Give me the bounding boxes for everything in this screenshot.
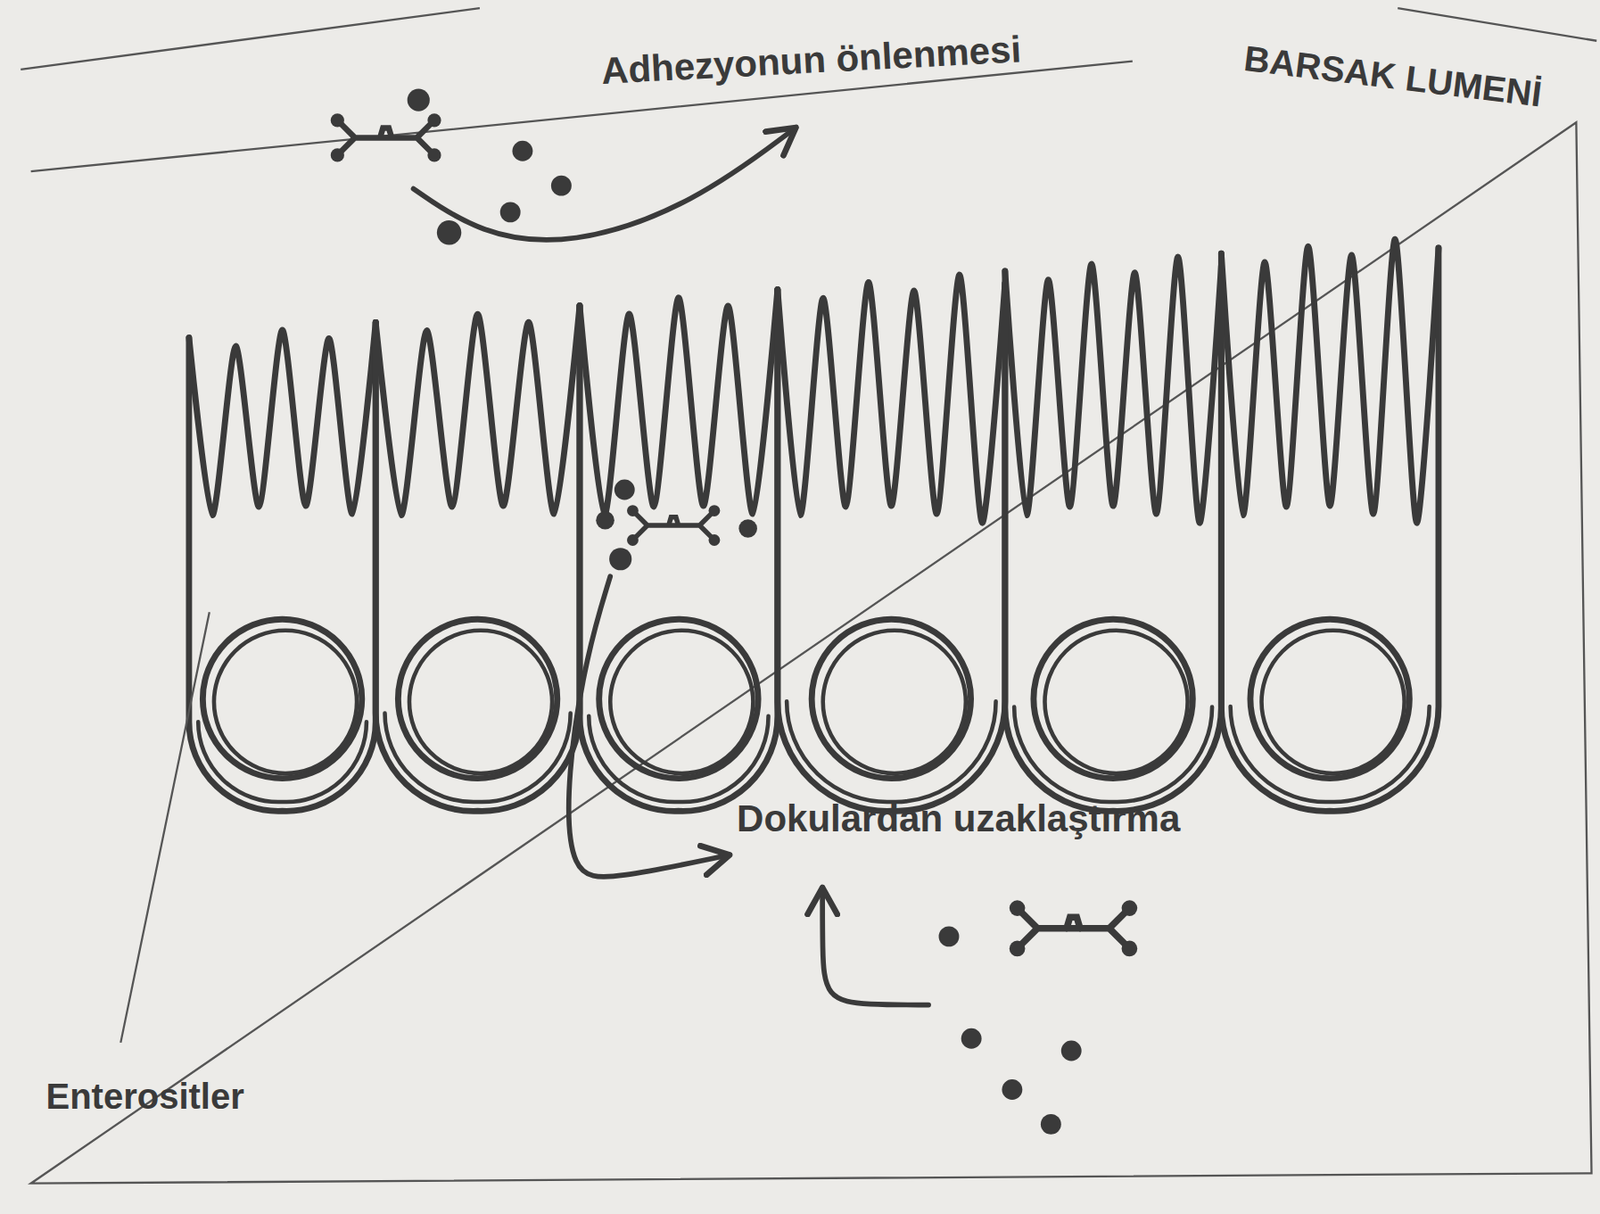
microvilli bbox=[189, 321, 376, 515]
label: BARSAK LUMENİ bbox=[1242, 38, 1544, 115]
antigen bbox=[1001, 1079, 1023, 1100]
antigen bbox=[738, 519, 758, 538]
nucleus bbox=[599, 618, 759, 778]
iga-antibody bbox=[626, 504, 720, 546]
antigen bbox=[551, 175, 572, 197]
cell-body bbox=[189, 321, 376, 811]
antigen bbox=[614, 479, 636, 501]
nucleus-inner bbox=[610, 630, 753, 774]
arrows bbox=[120, 127, 929, 1043]
antigen bbox=[437, 220, 462, 245]
arrow-up bbox=[822, 887, 929, 1006]
antigen bbox=[511, 140, 533, 162]
arrow-removal bbox=[569, 576, 730, 877]
enterocytes bbox=[189, 239, 1439, 811]
nucleus bbox=[1250, 618, 1410, 778]
frame-line bbox=[1397, 8, 1597, 42]
cell-inner bbox=[1014, 707, 1213, 802]
nucleus-inner bbox=[1261, 630, 1405, 774]
antigen bbox=[407, 89, 430, 112]
page-frame bbox=[20, 8, 1597, 1184]
antigen bbox=[961, 1028, 982, 1049]
nucleus bbox=[811, 618, 971, 778]
nucleus bbox=[202, 618, 362, 778]
nucleus-inner bbox=[409, 630, 553, 774]
frame-border bbox=[31, 61, 1592, 1184]
microvilli bbox=[375, 305, 580, 516]
microvilli bbox=[1005, 256, 1221, 523]
cell-body bbox=[777, 283, 1006, 812]
cell-body bbox=[1220, 247, 1439, 811]
microvilli bbox=[777, 274, 1006, 523]
microvilli bbox=[579, 289, 778, 516]
cell-inner bbox=[1230, 706, 1430, 802]
cell-body bbox=[579, 289, 778, 812]
iga-antibody bbox=[1009, 899, 1138, 957]
antigen bbox=[1040, 1113, 1062, 1135]
cell-body bbox=[1005, 265, 1221, 812]
nucleus-inner bbox=[214, 630, 357, 774]
antigen bbox=[939, 925, 960, 947]
label: Enterositler bbox=[45, 1076, 244, 1116]
label: Adhezyonun önlenmesi bbox=[600, 29, 1023, 93]
antigen bbox=[609, 547, 632, 570]
microvilli bbox=[1220, 239, 1439, 523]
antigen bbox=[500, 201, 521, 223]
label: Dokulardan uzaklaştırma bbox=[736, 798, 1180, 840]
frame-line bbox=[20, 8, 480, 70]
nucleus bbox=[1033, 618, 1193, 778]
leader-line bbox=[120, 611, 210, 1043]
nucleus bbox=[397, 618, 557, 778]
nucleus-inner bbox=[823, 630, 966, 774]
iga-antibody bbox=[330, 113, 442, 162]
arrow-adhesion bbox=[413, 127, 797, 240]
nucleus-inner bbox=[1044, 630, 1188, 774]
antigen bbox=[1061, 1040, 1082, 1062]
cell-body bbox=[375, 305, 580, 812]
antigen bbox=[595, 511, 615, 530]
